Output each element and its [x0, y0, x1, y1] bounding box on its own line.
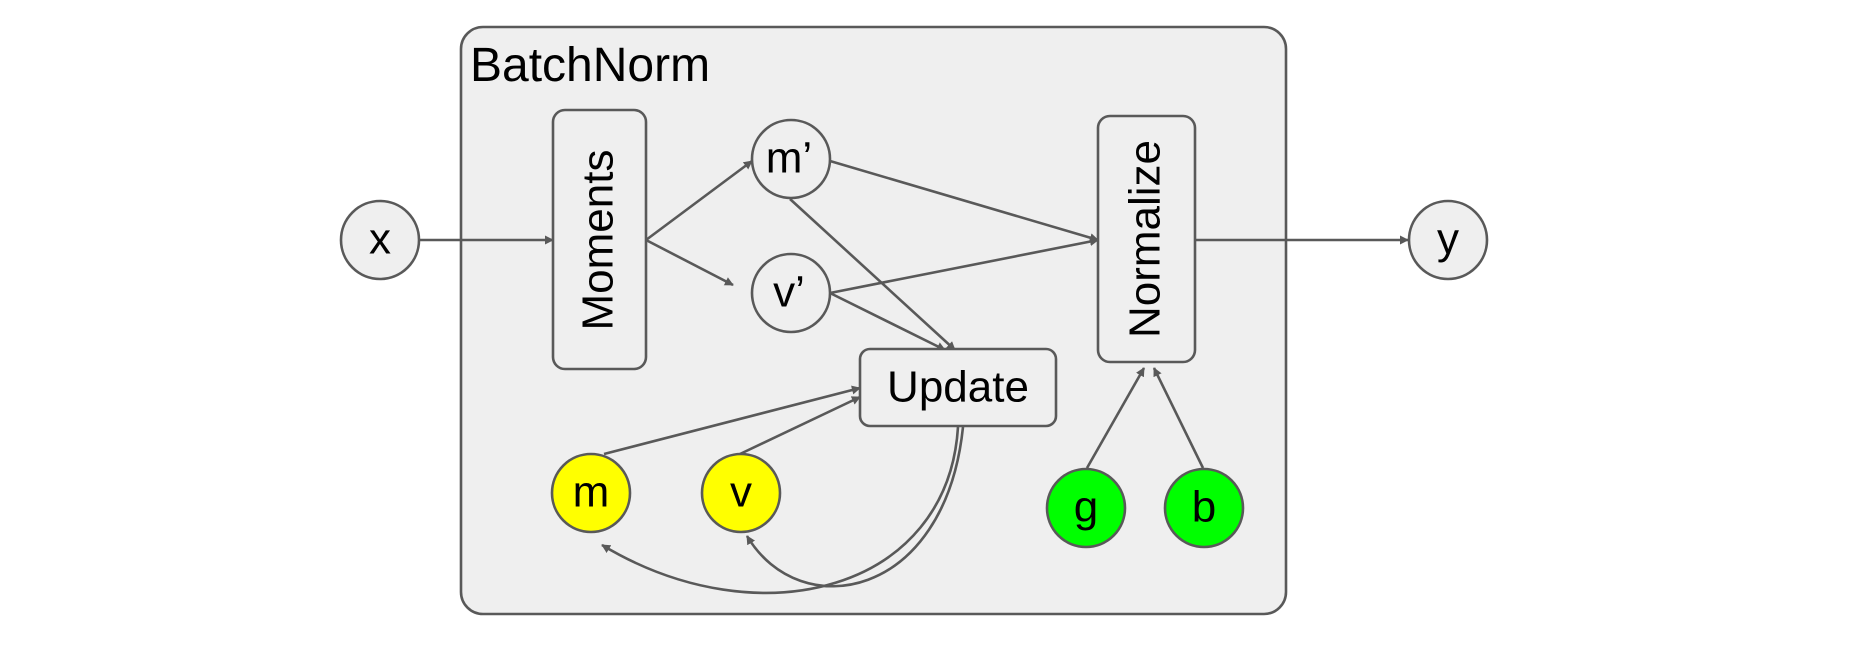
edge-m-prime-to-update [789, 198, 956, 351]
node-x-circle [339, 199, 421, 281]
node-normalize-box [1096, 114, 1197, 364]
node-update-box [858, 347, 1058, 428]
node-x-label: x [369, 215, 391, 264]
node-m-prime: m’ [750, 118, 832, 200]
node-y: y [1407, 199, 1489, 281]
node-v-prime: v’ [750, 252, 832, 334]
node-b-param-circle [1163, 467, 1245, 549]
node-v-state: v [700, 452, 782, 534]
edge-update-to-v [745, 426, 965, 588]
node-moments-label: Moments [574, 150, 623, 331]
node-b-param: b [1163, 467, 1245, 549]
node-y-circle [1407, 199, 1489, 281]
edge-m-prime-to-normalize [829, 159, 1099, 243]
edge-v-prime-to-normalize [829, 237, 1099, 295]
node-v-prime-circle [750, 252, 832, 334]
node-m-prime-circle [750, 118, 832, 200]
node-update: Update [858, 347, 1058, 428]
edge-v-prime-to-update [829, 291, 946, 352]
node-normalize: Normalize [1096, 114, 1197, 364]
edge-update-to-m [601, 426, 960, 595]
node-g-param-label: g [1074, 483, 1098, 532]
node-m-state-label: m [573, 468, 610, 517]
node-y-label: y [1437, 215, 1459, 264]
edge-b-to-normalize [1152, 367, 1205, 469]
batchnorm-container-box [459, 25, 1288, 616]
node-m-state: m [550, 452, 632, 534]
batchnorm-container: BatchNorm [459, 25, 1288, 616]
edge-v-to-update [739, 395, 861, 456]
node-moments-box [551, 108, 648, 371]
node-m-prime-label: m’ [766, 134, 812, 183]
edges [420, 159, 1409, 595]
node-update-label: Update [887, 363, 1029, 412]
edge-g-to-normalize [1085, 367, 1146, 469]
edge-moments-to-v-prime [645, 238, 734, 287]
edge-m-to-update [603, 385, 861, 456]
node-m-state-circle [550, 452, 632, 534]
edge-moments-to-m-prime [645, 159, 753, 242]
node-v-state-label: v [730, 468, 752, 517]
node-v-state-circle [700, 452, 782, 534]
node-g-param-circle [1045, 467, 1127, 549]
node-g-param: g [1045, 467, 1127, 549]
node-moments: Moments [551, 108, 648, 371]
node-v-prime-label: v’ [773, 268, 805, 317]
nodes: x Moments m’ v’ Normalize y Update [339, 108, 1489, 549]
node-normalize-label: Normalize [1121, 140, 1170, 338]
node-b-param-label: b [1192, 483, 1216, 532]
node-x: x [339, 199, 421, 281]
batchnorm-title: BatchNorm [470, 39, 710, 92]
